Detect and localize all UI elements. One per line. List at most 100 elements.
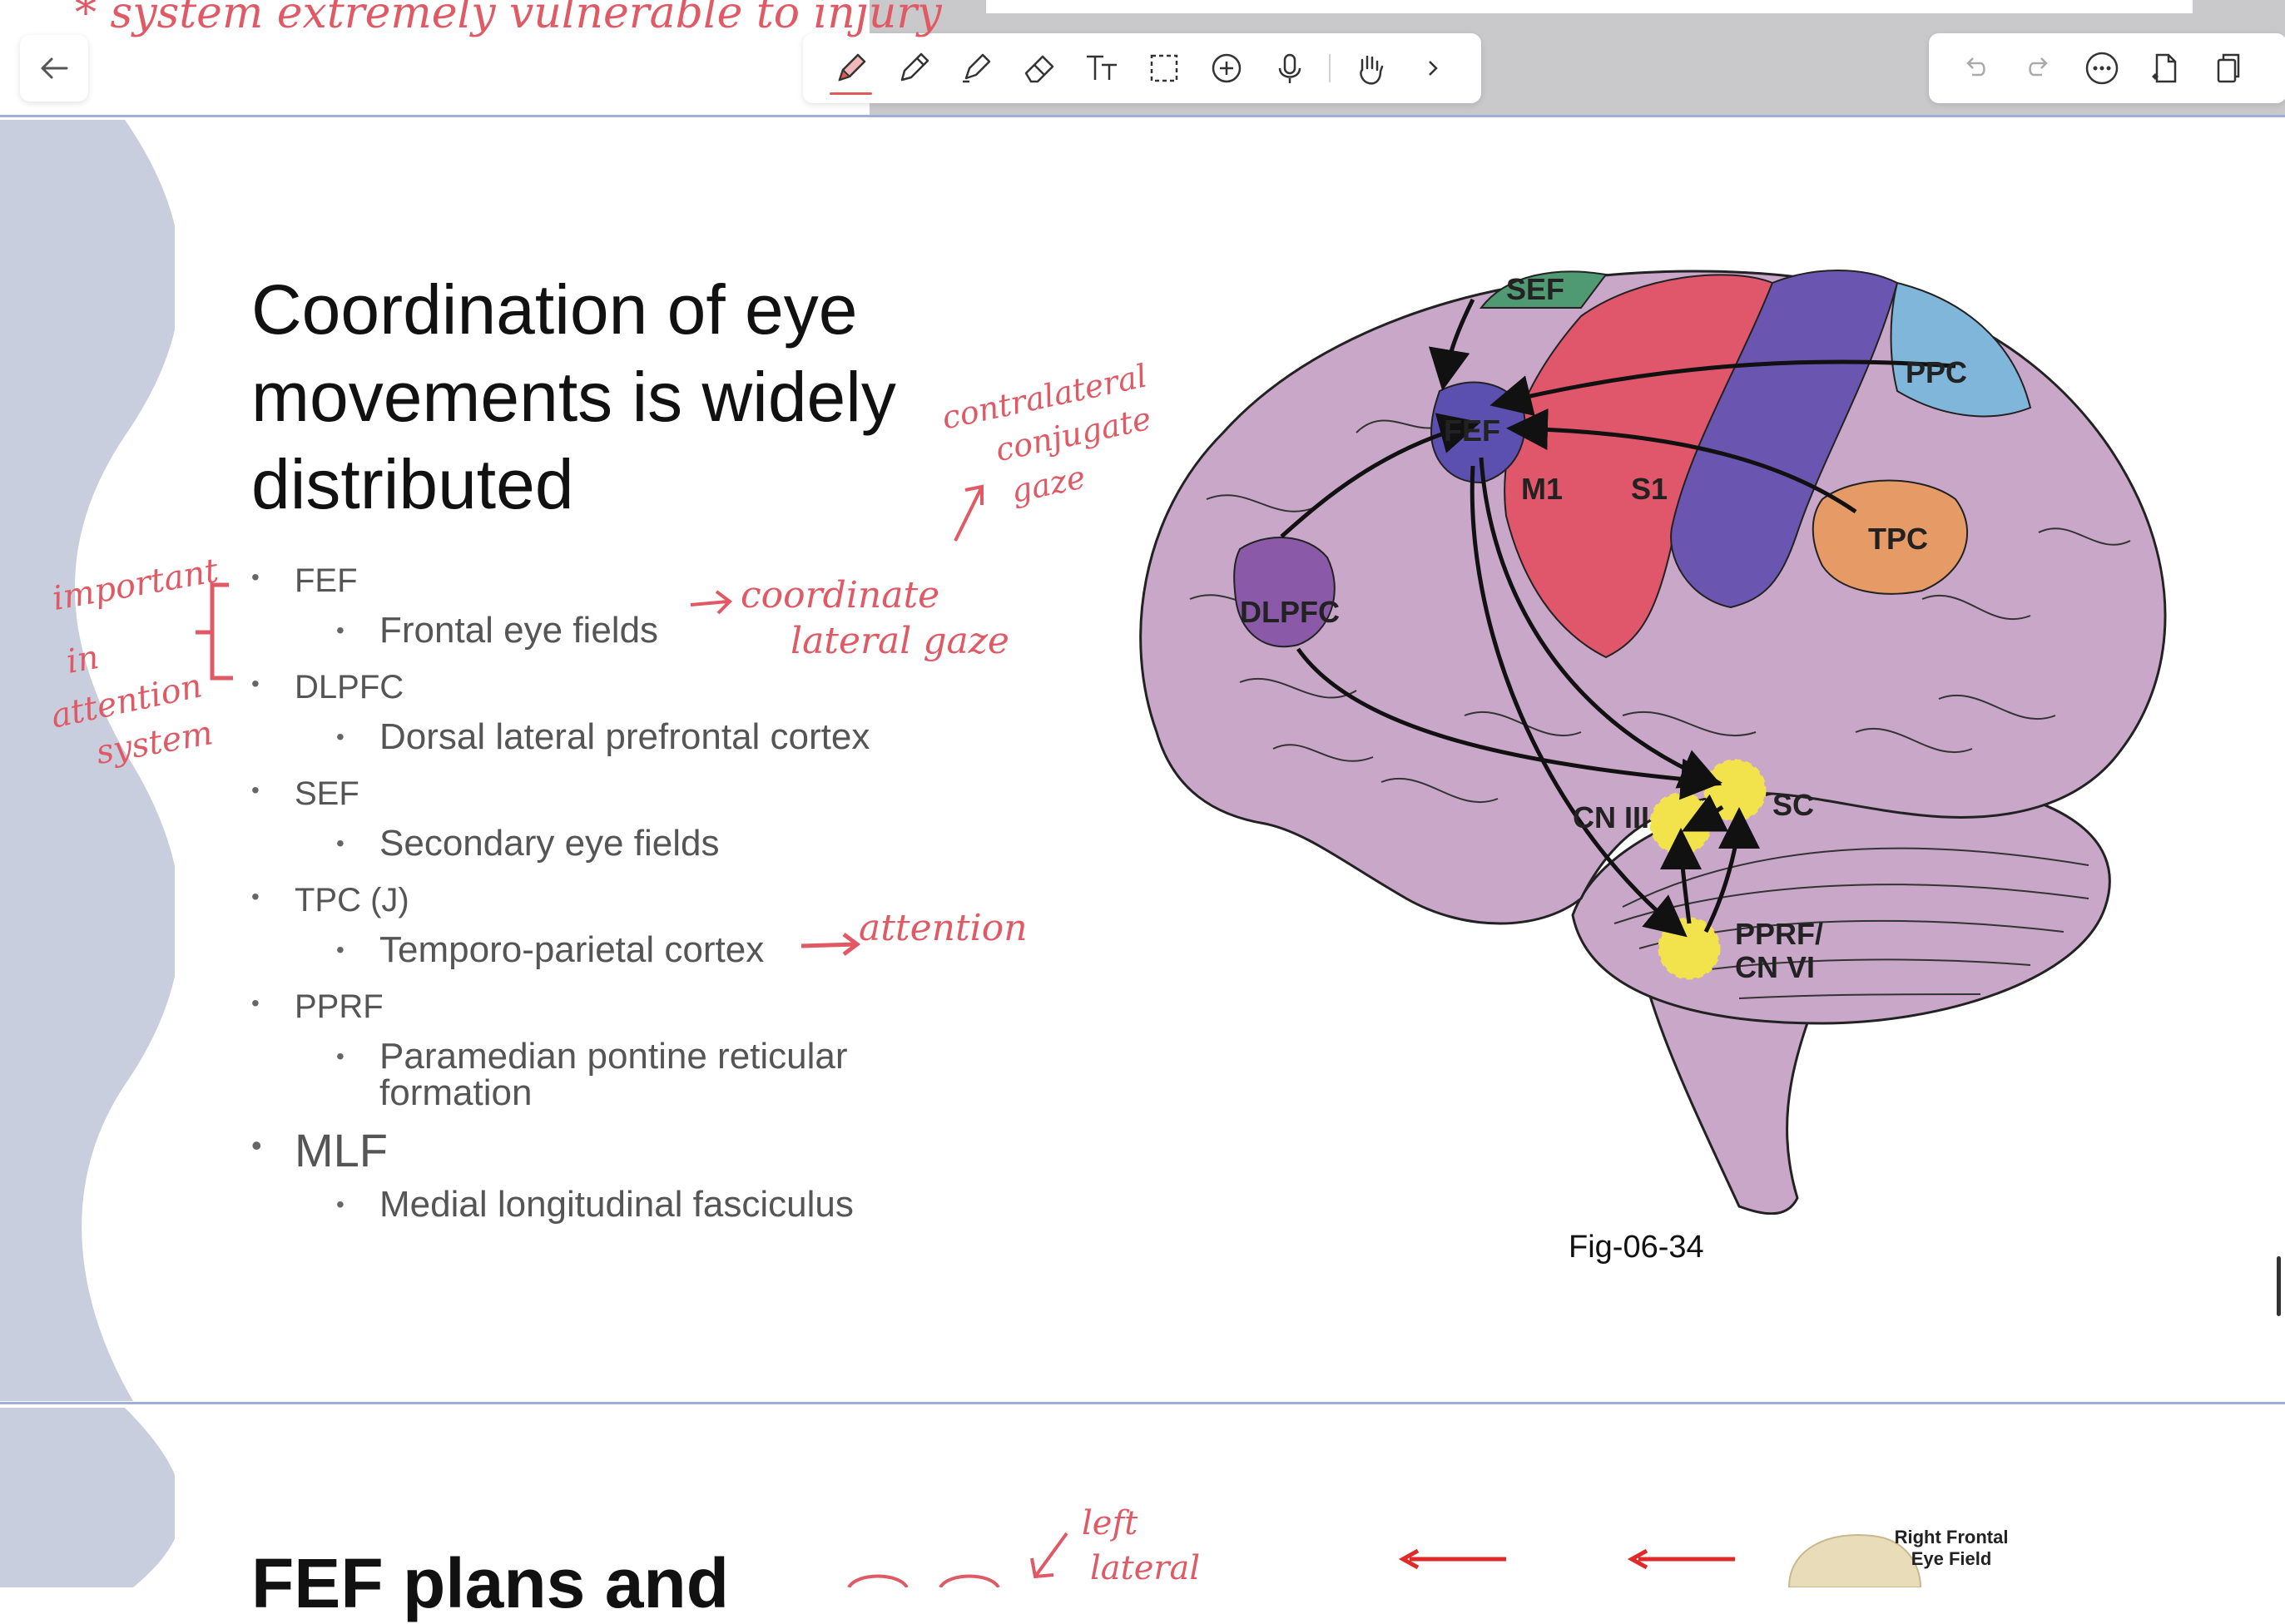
ppc-region bbox=[1890, 281, 2032, 418]
handwritten-bracket bbox=[196, 582, 233, 681]
bullet-dot: • bbox=[251, 884, 260, 909]
handwritten-arrow-coordinate bbox=[690, 590, 733, 615]
undo-button[interactable] bbox=[1944, 37, 2007, 100]
new-page-icon bbox=[2152, 53, 2177, 83]
label-pprf: PPRF/ bbox=[1735, 917, 1823, 951]
bullet-dot: • bbox=[336, 1191, 344, 1217]
wavy-margin bbox=[0, 120, 175, 1401]
more-icon bbox=[2085, 52, 2119, 85]
bullet-dot: • bbox=[336, 1043, 344, 1069]
text-tool[interactable] bbox=[1070, 37, 1133, 100]
sub-bullet-item: • Dorsal lateral prefrontal cortex bbox=[251, 712, 1000, 770]
label-cn6: CN VI bbox=[1735, 950, 1815, 984]
highlighter-icon bbox=[963, 53, 991, 83]
label-fef: FEF bbox=[1444, 413, 1500, 448]
slide-title: Coordination of eye movements is widely … bbox=[251, 270, 896, 523]
highlighter-tool[interactable] bbox=[945, 37, 1008, 100]
document-actions bbox=[1929, 33, 2285, 103]
bullet-dot: • bbox=[336, 830, 344, 856]
label-s1: S1 bbox=[1631, 472, 1668, 506]
arrow-left-icon bbox=[41, 57, 68, 79]
bullet-item: •FEF bbox=[251, 557, 1000, 606]
pen-icon bbox=[838, 53, 865, 82]
bullet-abbr: MLF bbox=[295, 1124, 388, 1176]
bullet-dot: • bbox=[251, 1128, 262, 1162]
new-page-button[interactable] bbox=[2134, 37, 2197, 100]
bullet-full: Frontal eye fields bbox=[379, 610, 659, 651]
bullet-abbr: TPC (J) bbox=[295, 882, 409, 918]
sub-bullet-item: • Paramedian pontine reticular formation bbox=[251, 1032, 1000, 1123]
bullet-dot: • bbox=[336, 937, 344, 963]
wavy-margin-2 bbox=[0, 1408, 175, 1587]
label-dlpfc: DLPFC bbox=[1240, 595, 1340, 629]
lasso-tool[interactable] bbox=[1133, 37, 1195, 100]
pencil-tool[interactable] bbox=[882, 37, 944, 100]
handwritten-arrow-left-down bbox=[1030, 1532, 1068, 1579]
bullet-item: • PPRF bbox=[251, 983, 1000, 1032]
handwritten-attention-note: attention bbox=[859, 907, 1028, 949]
bullet-item: • MLF bbox=[251, 1123, 1000, 1180]
pencil-icon bbox=[900, 52, 929, 82]
top-divider bbox=[0, 115, 2285, 117]
bullet-abbr: DLPFC bbox=[295, 669, 404, 706]
bullet-full: Dorsal lateral prefrontal cortex bbox=[379, 716, 870, 757]
toolbar-separator bbox=[1329, 54, 1331, 82]
sef-region bbox=[1479, 270, 1608, 309]
scrollbar-thumb[interactable] bbox=[2277, 1256, 2281, 1316]
add-tool[interactable] bbox=[1196, 37, 1258, 100]
red-arrow-left-1 bbox=[1398, 1549, 1506, 1569]
label-tpc: TPC bbox=[1868, 522, 1928, 556]
more-button[interactable] bbox=[2070, 37, 2134, 100]
handwritten-in: in bbox=[63, 638, 102, 681]
more-tools-button[interactable] bbox=[1402, 37, 1465, 100]
bullet-abbr: SEF bbox=[295, 775, 359, 812]
sub-bullet-item: • Secondary eye fields bbox=[251, 819, 1000, 877]
pages-button[interactable] bbox=[2197, 37, 2260, 100]
bullet-list: •FEF • Frontal eye fields • DLPFC • Dorsal … bbox=[251, 557, 1000, 1238]
bullet-item: • TPC (J) bbox=[251, 877, 1000, 925]
red-arrow-left-2 bbox=[1627, 1549, 1735, 1569]
handwritten-eye-sketch bbox=[847, 1574, 1000, 1587]
hand-icon bbox=[1360, 55, 1384, 85]
handwritten-lateral-gaze: lateral gaze bbox=[791, 620, 1009, 662]
dlpfc-region bbox=[1233, 537, 1336, 648]
bullet-full: Temporo-parietal cortex bbox=[379, 929, 765, 970]
redo-button[interactable] bbox=[2007, 37, 2070, 100]
eraser-icon bbox=[1024, 55, 1053, 83]
bullet-dot: • bbox=[251, 564, 260, 590]
bullet-abbr: PPRF bbox=[295, 988, 384, 1025]
brain-figure: SEF FEF PPC M1 S1 TPC DLPFC CN III SC PP… bbox=[1139, 270, 2167, 1215]
label-cn3: CN III bbox=[1573, 800, 1649, 834]
sub-bullet-item: • Medial longitudinal fasciculus bbox=[251, 1180, 1000, 1238]
page-edge bbox=[986, 0, 2193, 13]
bullet-full: Medial longitudinal fasciculus bbox=[379, 1184, 854, 1225]
microphone-tool[interactable] bbox=[1258, 37, 1321, 100]
bullet-dot: • bbox=[336, 724, 344, 750]
bullet-dot: • bbox=[251, 671, 260, 696]
bullet-full: Paramedian pontine reticular formation bbox=[379, 1036, 848, 1113]
sub-bullet-item: • Frontal eye fields bbox=[251, 606, 1000, 664]
eraser-tool[interactable] bbox=[1008, 37, 1070, 100]
text-tool-icon bbox=[1086, 55, 1117, 80]
chevron-right-icon bbox=[1429, 61, 1439, 76]
pen-tool[interactable] bbox=[820, 37, 882, 100]
lasso-select-icon bbox=[1150, 54, 1178, 82]
right-frontal-brain-thumb bbox=[1787, 1534, 1922, 1587]
redo-icon bbox=[2029, 57, 2048, 77]
bullet-dot: • bbox=[251, 990, 260, 1016]
bullet-full: Secondary eye fields bbox=[379, 823, 720, 864]
handwritten-arrow-up bbox=[954, 484, 984, 542]
label-sef: SEF bbox=[1506, 272, 1564, 306]
active-tool-indicator bbox=[830, 92, 873, 95]
hand-tool[interactable] bbox=[1339, 37, 1401, 100]
tool-palette bbox=[803, 33, 1481, 103]
handwritten-left: left bbox=[1082, 1504, 1138, 1542]
bullet-dot: • bbox=[336, 617, 344, 643]
back-button[interactable] bbox=[20, 35, 88, 102]
bullet-dot: • bbox=[251, 777, 260, 803]
undo-icon bbox=[1966, 57, 1985, 77]
figure-caption: Fig-06-34 bbox=[1569, 1230, 1704, 1265]
handwritten-arrow-attention bbox=[800, 933, 861, 956]
handwritten-lateral: lateral bbox=[1090, 1549, 1201, 1587]
slide-2-title: FEF plans and bbox=[251, 1544, 730, 1622]
